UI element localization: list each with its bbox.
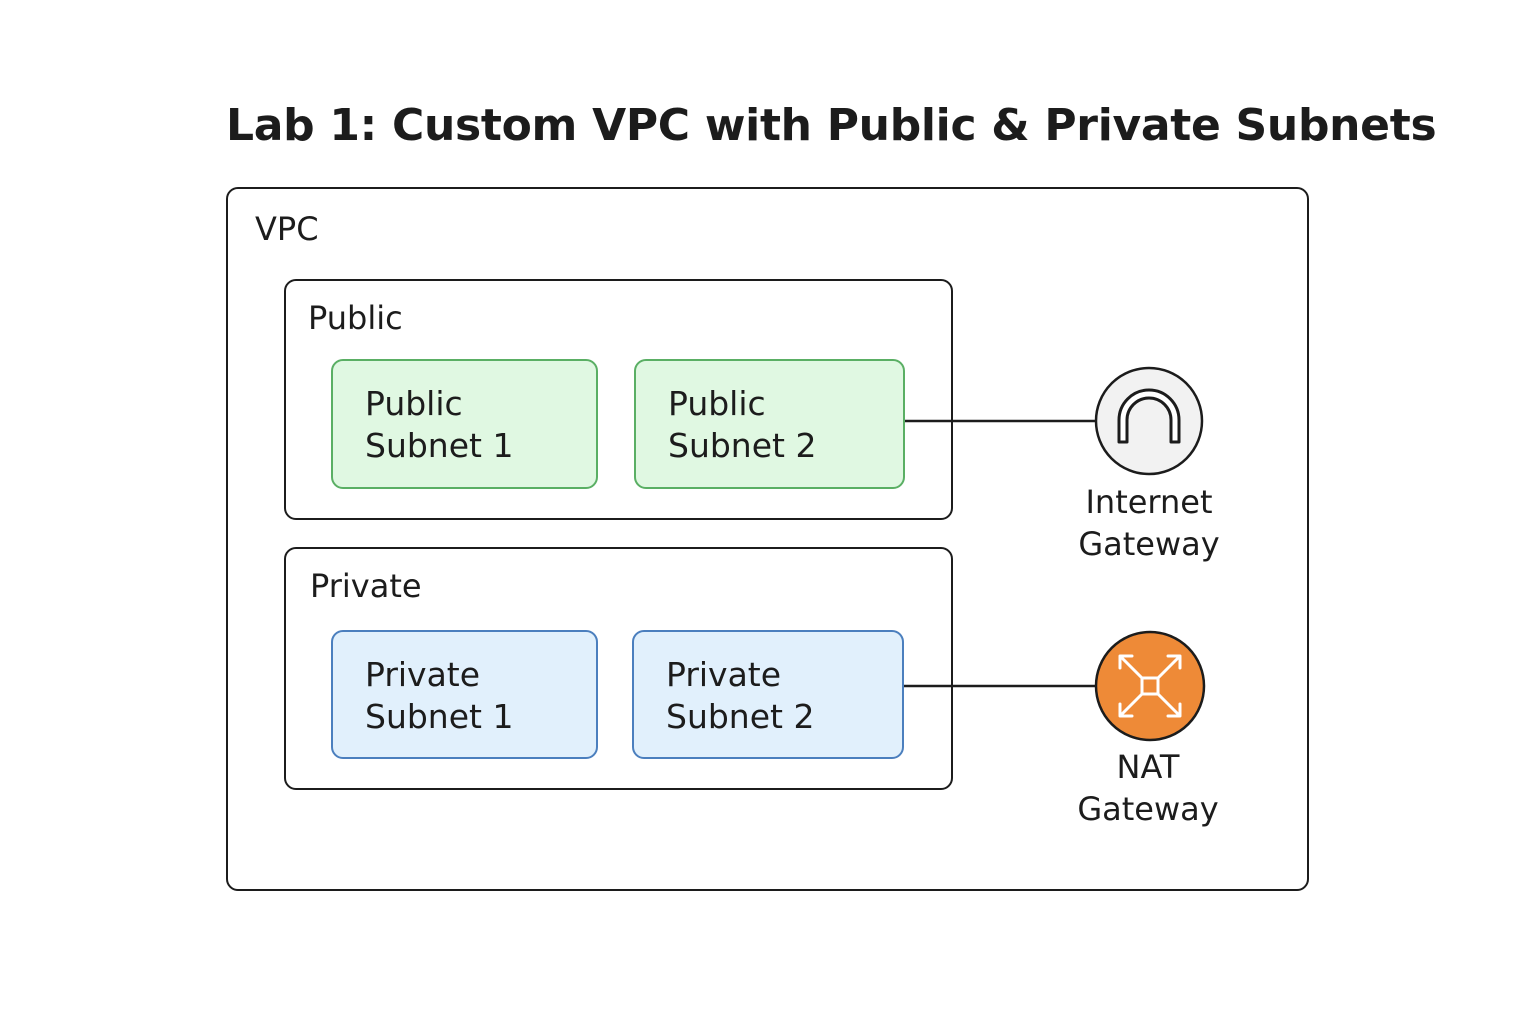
private-subnet-1-label-line1: Private [365, 655, 481, 694]
internet-gateway-label: Internet Gateway [1039, 481, 1259, 565]
public-subnet-1: Public Subnet 1 [331, 359, 598, 489]
internet-gateway-label-line1: Internet [1085, 483, 1213, 521]
internet-gateway-label-line2: Gateway [1078, 525, 1220, 563]
public-subnet-2-label-line1: Public [668, 384, 766, 423]
vpc-label: VPC [255, 210, 319, 248]
nat-gateway-icon [1094, 630, 1206, 742]
nat-gateway-label: NAT Gateway [1038, 746, 1258, 830]
private-subnet-1: Private Subnet 1 [331, 630, 598, 759]
nat-gateway-label-line1: NAT [1116, 748, 1180, 786]
private-subnet-2-label-line2: Subnet 2 [666, 697, 815, 736]
public-subnet-1-label-line2: Subnet 1 [365, 426, 514, 465]
nat-gateway-label-line2: Gateway [1077, 790, 1219, 828]
public-subnet-2-label-line2: Subnet 2 [668, 426, 817, 465]
internet-gateway-icon [1094, 366, 1204, 476]
public-subnet-2: Public Subnet 2 [634, 359, 905, 489]
diagram-title: Lab 1: Custom VPC with Public & Private … [226, 100, 1437, 151]
public-subnet-1-label-line1: Public [365, 384, 463, 423]
private-subnet-2-label-line1: Private [666, 655, 782, 694]
private-group-label: Private [310, 567, 422, 605]
public-group-label: Public [308, 299, 403, 337]
private-subnet-1-label-line2: Subnet 1 [365, 697, 514, 736]
private-subnet-2: Private Subnet 2 [632, 630, 904, 759]
